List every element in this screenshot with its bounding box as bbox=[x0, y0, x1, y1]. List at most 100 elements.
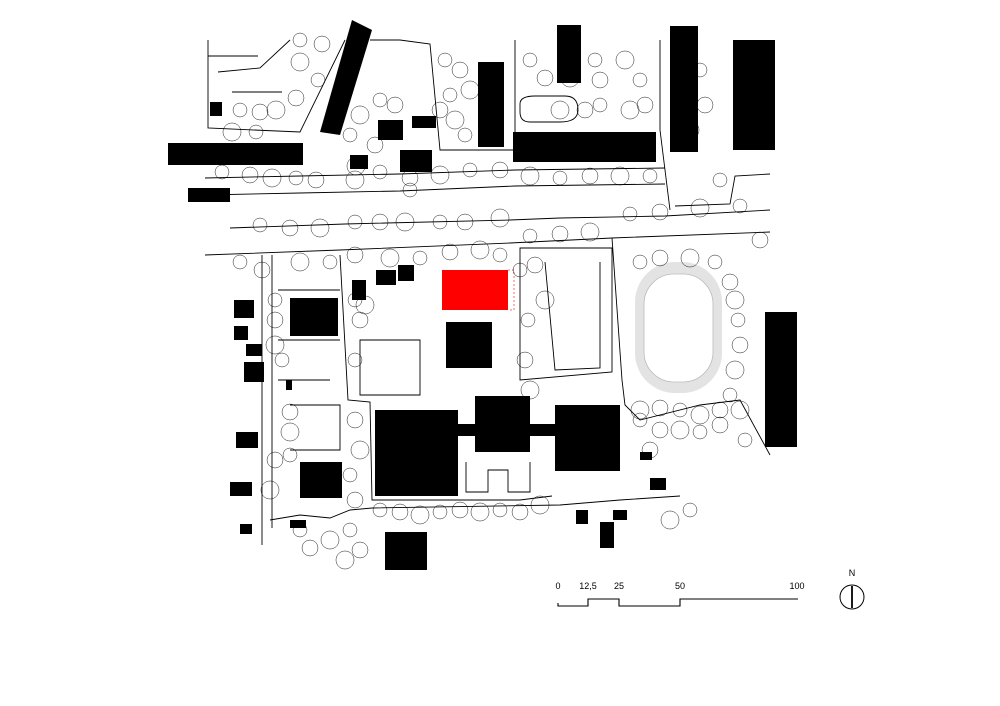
tree-canopy bbox=[350, 105, 370, 125]
tree-canopy bbox=[451, 501, 469, 519]
tree-canopy bbox=[222, 122, 242, 142]
tree-canopy bbox=[632, 412, 648, 428]
tree-canopy bbox=[522, 228, 538, 244]
tree-canopy bbox=[587, 52, 603, 68]
tree-canopy bbox=[451, 61, 469, 79]
tree-canopy bbox=[732, 198, 748, 214]
tree-canopy bbox=[345, 170, 365, 190]
building-row-west bbox=[168, 143, 303, 165]
tree-canopy bbox=[651, 421, 669, 439]
tree-canopy bbox=[751, 231, 769, 249]
building-small-mid bbox=[286, 380, 292, 390]
tree-canopy bbox=[267, 292, 283, 308]
tree-canopy bbox=[560, 68, 580, 88]
tree-canopy bbox=[692, 424, 708, 440]
house-west-1 bbox=[290, 298, 338, 336]
tree-canopy bbox=[492, 247, 508, 263]
house-west-6 bbox=[236, 432, 258, 448]
tree-canopy bbox=[660, 510, 680, 530]
house-west-7 bbox=[300, 462, 342, 498]
tree-canopy bbox=[620, 100, 640, 120]
tree-canopy bbox=[526, 256, 544, 274]
house-west-4 bbox=[246, 344, 262, 356]
tree-canopy bbox=[707, 254, 723, 270]
house-lanes-west bbox=[278, 289, 341, 451]
tree-canopy bbox=[651, 399, 669, 417]
park-loop bbox=[519, 95, 579, 123]
tree-layer bbox=[214, 32, 769, 570]
tree-canopy bbox=[313, 35, 331, 53]
tree-canopy bbox=[690, 198, 710, 218]
tree-canopy bbox=[391, 503, 409, 521]
tree-canopy bbox=[310, 72, 326, 88]
tree-canopy bbox=[322, 254, 338, 270]
tree-canopy bbox=[615, 50, 635, 70]
scale-label-12-5: 12,5 bbox=[579, 581, 597, 591]
tree-canopy bbox=[535, 290, 555, 310]
tree-canopy bbox=[372, 92, 388, 108]
tree-canopy bbox=[721, 273, 739, 291]
tree-canopy bbox=[630, 400, 650, 420]
tree-canopy bbox=[251, 103, 269, 121]
tree-canopy bbox=[350, 440, 370, 460]
tree-canopy bbox=[347, 352, 363, 368]
tree-canopy bbox=[522, 52, 538, 68]
house-south bbox=[385, 532, 427, 570]
scale-bar: 0 12,5 25 50 100 bbox=[555, 581, 805, 607]
tree-canopy bbox=[232, 102, 248, 118]
tree-canopy bbox=[366, 136, 384, 154]
tree-canopy bbox=[214, 164, 230, 180]
tree-canopy bbox=[680, 120, 700, 140]
building-north-slab-3 bbox=[670, 26, 698, 152]
tree-canopy bbox=[386, 96, 404, 114]
building-north-slab-1 bbox=[478, 62, 504, 147]
athletics-field-inner bbox=[643, 273, 714, 383]
building-small-6 bbox=[188, 188, 230, 202]
parking-inner bbox=[544, 261, 601, 371]
north-block-loop bbox=[370, 39, 516, 151]
tree-canopy bbox=[431, 101, 449, 119]
tree-canopy bbox=[576, 101, 594, 119]
building-diagonal-nw bbox=[320, 20, 372, 135]
tree-canopy bbox=[591, 71, 609, 89]
building-small-se-1 bbox=[576, 510, 588, 524]
tree-canopy bbox=[335, 550, 355, 570]
tree-canopy bbox=[430, 165, 450, 185]
building-long-row bbox=[513, 132, 656, 162]
tree-canopy bbox=[442, 87, 458, 103]
tree-canopy bbox=[347, 214, 363, 230]
tree-canopy bbox=[670, 420, 690, 440]
house-west-10 bbox=[240, 524, 252, 534]
building-small-se-2 bbox=[600, 522, 614, 548]
tree-canopy bbox=[346, 491, 364, 509]
tree-canopy bbox=[725, 290, 745, 310]
north-arrow-circle bbox=[839, 584, 865, 610]
north-arrow-icon: N bbox=[839, 568, 865, 610]
tree-canopy bbox=[651, 203, 669, 221]
tree-canopy bbox=[320, 530, 340, 550]
tree-canopy bbox=[266, 311, 284, 329]
building-small-4 bbox=[412, 116, 436, 128]
tree-canopy bbox=[372, 164, 388, 180]
tree-canopy bbox=[711, 401, 729, 419]
tree-canopy bbox=[266, 100, 286, 120]
tree-canopy bbox=[636, 96, 654, 114]
main-road-north-edge bbox=[229, 209, 771, 229]
tree-canopy bbox=[281, 219, 299, 237]
house-west-5 bbox=[244, 362, 264, 382]
tree-canopy bbox=[241, 166, 259, 184]
tree-canopy bbox=[692, 62, 708, 78]
tree-canopy bbox=[725, 360, 745, 380]
tree-canopy bbox=[292, 32, 308, 48]
tree-canopy bbox=[265, 335, 285, 355]
tree-canopy bbox=[456, 213, 474, 231]
tree-canopy bbox=[301, 539, 319, 557]
tree-canopy bbox=[730, 400, 750, 420]
tree-canopy bbox=[347, 292, 363, 308]
tree-canopy bbox=[592, 97, 608, 113]
tree-canopy bbox=[491, 161, 509, 179]
tree-canopy bbox=[512, 262, 528, 278]
block-outline-mid bbox=[359, 339, 421, 396]
tree-canopy bbox=[288, 170, 304, 186]
